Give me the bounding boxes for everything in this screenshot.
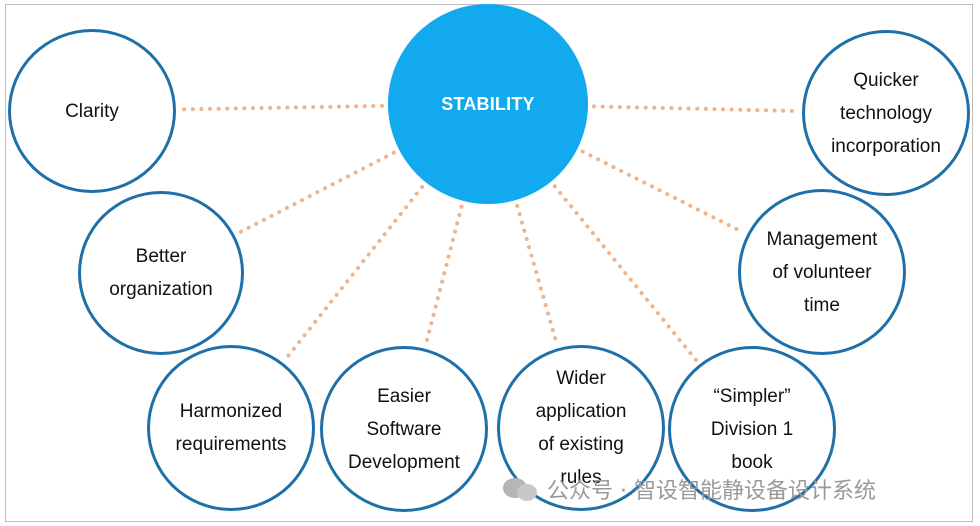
node-quicker-technology-incorporation: Quicker technology incorporation xyxy=(802,30,970,196)
node-easier-software-development: Easier Software Development xyxy=(320,346,488,512)
node-label: Better organization xyxy=(109,246,213,300)
connector-better-organization xyxy=(237,150,396,235)
connector-quicker-technology-incorporation xyxy=(592,104,799,113)
connector-management-of-volunteer-time xyxy=(580,149,745,234)
connector-simpler-division-1-book xyxy=(552,184,698,362)
node-label: Quicker technology incorporation xyxy=(831,69,941,157)
node-harmonized-requirements: Harmonized requirements xyxy=(147,345,315,511)
node-clarity: Clarity xyxy=(8,29,176,193)
node-label: Harmonized requirements xyxy=(175,401,287,455)
node-label: Management of volunteer time xyxy=(766,228,878,316)
connector-harmonized-requirements xyxy=(284,185,425,361)
connector-easier-software-development xyxy=(424,204,464,345)
node-simpler-division-1-book: “Simpler” Division 1 book xyxy=(668,346,836,512)
node-label: Easier Software Development xyxy=(348,385,460,473)
watermark: 公众号 · 智设智能静设备设计系统 xyxy=(503,472,876,506)
node-management-of-volunteer-time: Management of volunteer time xyxy=(738,189,906,355)
node-label: “Simpler” Division 1 book xyxy=(710,385,794,473)
watermark-text: 公众号 · 智设智能静设备设计系统 xyxy=(547,479,876,504)
node-better-organization: Better organization xyxy=(78,191,244,355)
node-label: Clarity xyxy=(65,100,119,122)
connector-clarity xyxy=(178,103,384,112)
center-node-stability: STABILITY xyxy=(388,4,588,204)
wechat-logo-icon xyxy=(503,474,539,504)
node-label: Wider application of existing rules xyxy=(535,368,627,488)
center-node-label: STABILITY xyxy=(441,93,535,114)
connector-wider-application xyxy=(515,203,559,345)
